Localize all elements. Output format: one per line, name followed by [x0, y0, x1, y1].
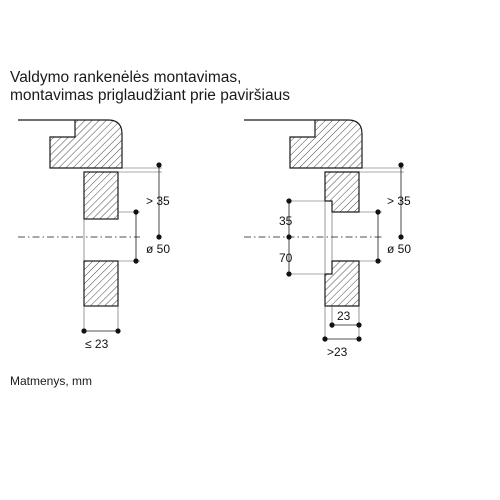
units-caption: Matmenys, mm — [10, 374, 93, 388]
dim-dot — [329, 322, 335, 328]
dim-dot — [115, 328, 121, 334]
dim-dot — [322, 336, 328, 342]
right-thickness-label: 23 — [337, 309, 351, 323]
dim-dot — [398, 234, 404, 240]
left-diagram: > 35 ø 50 ≤ 23 — [18, 119, 170, 351]
left-knob-cap — [49, 119, 123, 169]
dim-dot — [156, 234, 162, 240]
dim-dot — [356, 336, 362, 342]
right-panel-lower — [324, 260, 360, 307]
dim-dot — [375, 209, 381, 215]
title-line-1: Valdymo rankenėlės montavimas, — [10, 69, 242, 86]
left-gap-label: > 35 — [146, 194, 170, 208]
right-upper-label: 35 — [279, 214, 293, 228]
dim-dot — [356, 322, 362, 328]
right-lower-label: 70 — [279, 251, 293, 265]
right-panel-upper — [324, 171, 360, 213]
dim-dot — [375, 258, 381, 264]
right-knob-cap — [289, 119, 363, 169]
left-panel-lower — [83, 260, 119, 307]
right-diagram: > 35 ø 50 35 70 23 — [244, 119, 411, 359]
dim-dot — [81, 328, 87, 334]
dim-dot — [286, 271, 292, 277]
dim-dot — [156, 162, 162, 168]
left-thickness-label: ≤ 23 — [85, 337, 109, 351]
dim-dot — [286, 198, 292, 204]
page-title: Valdymo rankenėlės montavimas, montavima… — [10, 69, 490, 105]
dim-dot — [133, 258, 139, 264]
dim-dot — [286, 234, 292, 240]
title-line-2: montavimas priglaudžiant prie paviršiaus — [10, 87, 290, 104]
right-gap-label: > 35 — [387, 194, 411, 208]
right-diameter-label: ø 50 — [387, 242, 411, 256]
dim-dot — [398, 162, 404, 168]
left-diameter-label: ø 50 — [146, 242, 170, 256]
left-panel-upper — [83, 171, 119, 220]
dim-dot — [133, 209, 139, 215]
right-total-label: >23 — [327, 345, 348, 359]
